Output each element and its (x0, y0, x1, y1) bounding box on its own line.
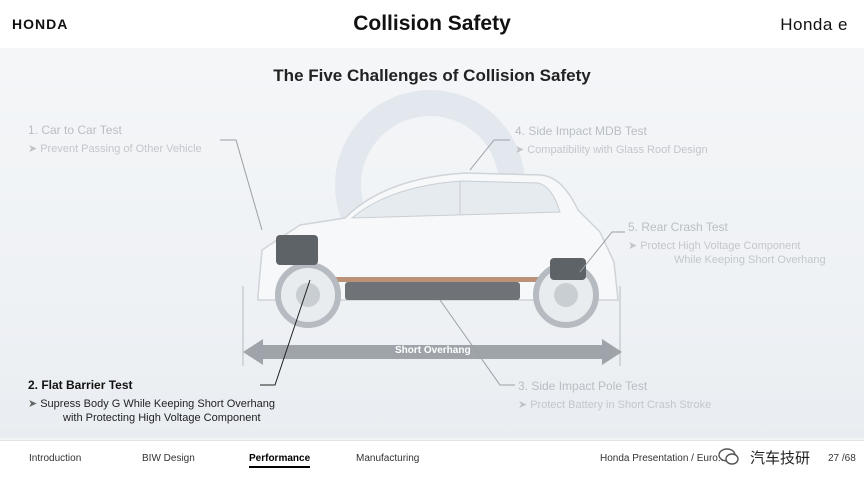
callout-title: 5. Rear Crash Test (628, 220, 728, 234)
wechat-icon (718, 448, 739, 465)
honda-logo: HONDA (12, 16, 69, 32)
callout-title: 1. Car to Car Test (28, 123, 122, 137)
slide-subtitle: The Five Challenges of Collision Safety (273, 66, 591, 85)
callout-title: 4. Side Impact MDB Test (515, 124, 647, 138)
callout-title: 2. Flat Barrier Test (28, 378, 133, 392)
presenter-label: Honda Presentation / Euro... (600, 453, 727, 464)
callout-rear-crash: 5. Rear Crash Test ➤Protect High Voltage… (628, 220, 826, 267)
chevron-right-icon: ➤ (28, 398, 38, 410)
callout-desc: Protect High Voltage Component (640, 240, 801, 252)
callout-desc: Supress Body G While Keeping Short Overh… (40, 398, 276, 410)
page-number: 27 /68 (828, 453, 856, 464)
callout-desc: with Protecting High Voltage Component (63, 412, 261, 424)
nav-introduction[interactable]: Introduction (29, 453, 82, 464)
callout-side-mdb: 4. Side Impact MDB Test ➤Compatibility w… (515, 124, 708, 157)
short-overhang-label: Short Overhang (395, 345, 471, 356)
callout-title: 3. Side Impact Pole Test (518, 379, 648, 393)
page-title: Collision Safety (353, 12, 511, 35)
nav-biw-design[interactable]: BIW Design (142, 453, 195, 464)
footer-nav: Introduction BIW Design Performance Manu… (0, 440, 864, 487)
chevron-right-icon: ➤ (515, 144, 525, 156)
callout-desc: While Keeping Short Overhang (674, 254, 826, 266)
chevron-right-icon: ➤ (518, 399, 528, 411)
callout-side-pole: 3. Side Impact Pole Test ➤Protect Batter… (518, 379, 711, 412)
callout-desc: Protect Battery in Short Crash Stroke (530, 399, 712, 411)
chevron-right-icon: ➤ (628, 240, 638, 252)
callout-desc: Compatibility with Glass Roof Design (527, 144, 708, 156)
watermark-label: 汽车技研 (750, 450, 811, 467)
chevron-right-icon: ➤ (28, 143, 38, 155)
callout-car-to-car: 1. Car to Car Test ➤Prevent Passing of O… (28, 123, 202, 156)
honda-e-logo: Honda e (780, 15, 848, 34)
callout-desc: Prevent Passing of Other Vehicle (40, 143, 202, 155)
header-bar: HONDA Collision Safety Honda e (0, 0, 864, 49)
nav-manufacturing[interactable]: Manufacturing (356, 453, 420, 464)
nav-performance[interactable]: Performance (249, 453, 311, 468)
callout-flat-barrier: 2. Flat Barrier Test ➤Supress Body G Whi… (28, 378, 275, 425)
